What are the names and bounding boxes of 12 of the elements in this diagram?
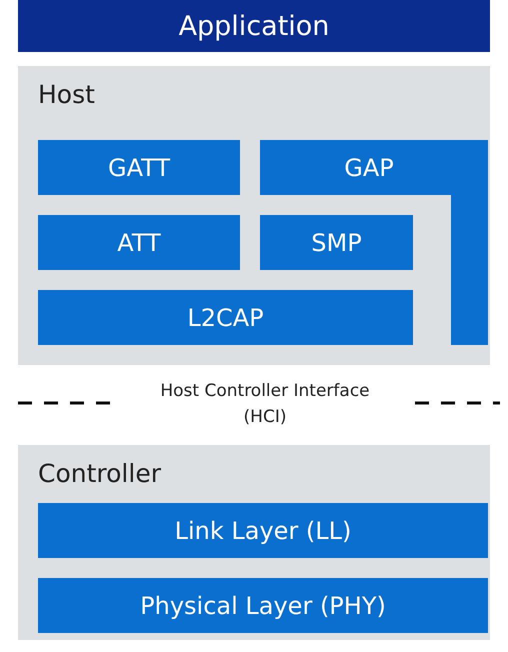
protocol-layer: GATT <box>38 140 240 195</box>
interface-label: Host Controller Interface (HCI) <box>159 380 371 429</box>
stack-panel <box>18 66 490 365</box>
stack-panel <box>18 445 490 640</box>
protocol-layer: Physical Layer (PHY) <box>38 578 488 633</box>
protocol-layer: Link Layer (LL) <box>38 503 488 558</box>
protocol-layer: ATT <box>38 215 240 270</box>
protocol-layer: L2CAP <box>38 290 413 345</box>
protocol-layer: SMP <box>260 215 413 270</box>
application-layer-bar: Application <box>18 0 490 52</box>
panel-heading: Host <box>38 80 95 109</box>
panel-heading: Controller <box>38 459 161 488</box>
